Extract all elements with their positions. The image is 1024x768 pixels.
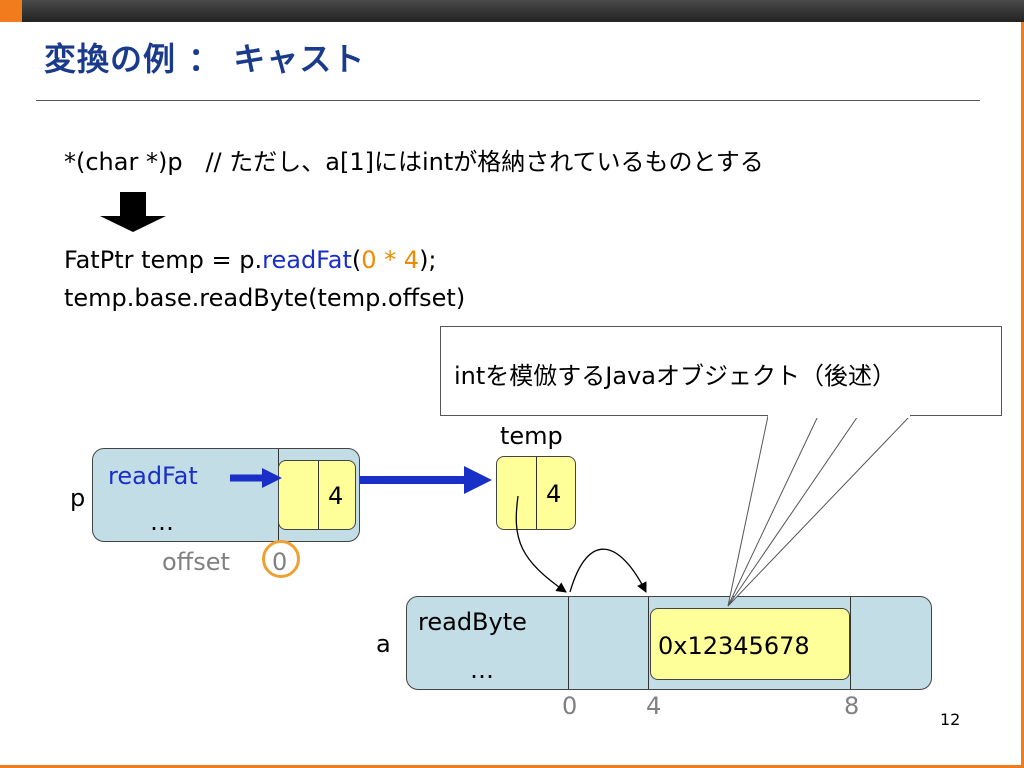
index-4: 4 xyxy=(646,692,662,720)
p-ellipsis: … xyxy=(150,508,174,536)
p-label: p xyxy=(70,484,86,512)
page-number: 12 xyxy=(940,710,961,729)
slide-title: 変換の例 ： キャスト xyxy=(44,40,366,78)
a-array-divider-4 xyxy=(648,597,649,689)
a-label: a xyxy=(376,630,391,658)
offset-value: 0 xyxy=(272,548,288,576)
callout-box xyxy=(440,326,1002,416)
a-method-readbyte: readByte xyxy=(418,608,527,636)
code-paren-close: ); xyxy=(419,246,437,274)
p-inner-value: 4 xyxy=(328,482,344,510)
cast-expression: *(char *)p // ただし、a[1]にはintが格納されているものとする xyxy=(64,148,764,176)
p-inner-pointer-box xyxy=(278,460,356,530)
code-method-readfat: readFat xyxy=(262,246,352,274)
index-8: 8 xyxy=(844,692,860,720)
slide-frame xyxy=(0,22,1024,768)
p-method-readfat: readFat xyxy=(108,462,198,490)
code-line-readbyte: temp.base.readByte(temp.offset) xyxy=(64,284,466,312)
title-divider xyxy=(36,100,980,101)
a-ellipsis: … xyxy=(470,656,494,684)
code-argument: 0 * 4 xyxy=(361,246,420,274)
code-line-readfat: FatPtr temp = p.readFat(0 * 4); xyxy=(64,246,437,274)
top-bar-accent xyxy=(0,0,22,22)
offset-label: offset xyxy=(162,548,230,576)
code-paren-open: ( xyxy=(351,246,362,274)
a-int-cell-box xyxy=(650,608,850,680)
arrow-down-icon xyxy=(100,192,166,232)
p-inner-divider xyxy=(318,461,319,529)
a-array-divider-0 xyxy=(568,597,569,689)
temp-label: temp xyxy=(500,422,563,450)
temp-object-divider xyxy=(536,457,537,529)
code-prefix: FatPtr temp = p. xyxy=(64,246,263,274)
a-array-divider-8 xyxy=(850,597,851,689)
offset-highlight-circle xyxy=(262,540,300,578)
top-bar xyxy=(0,0,1024,22)
a-int-cell-value: 0x12345678 xyxy=(658,632,810,660)
callout-text: intを模倣するJavaオブジェクト（後述） xyxy=(454,362,896,390)
index-0: 0 xyxy=(562,692,578,720)
temp-value: 4 xyxy=(546,480,562,508)
